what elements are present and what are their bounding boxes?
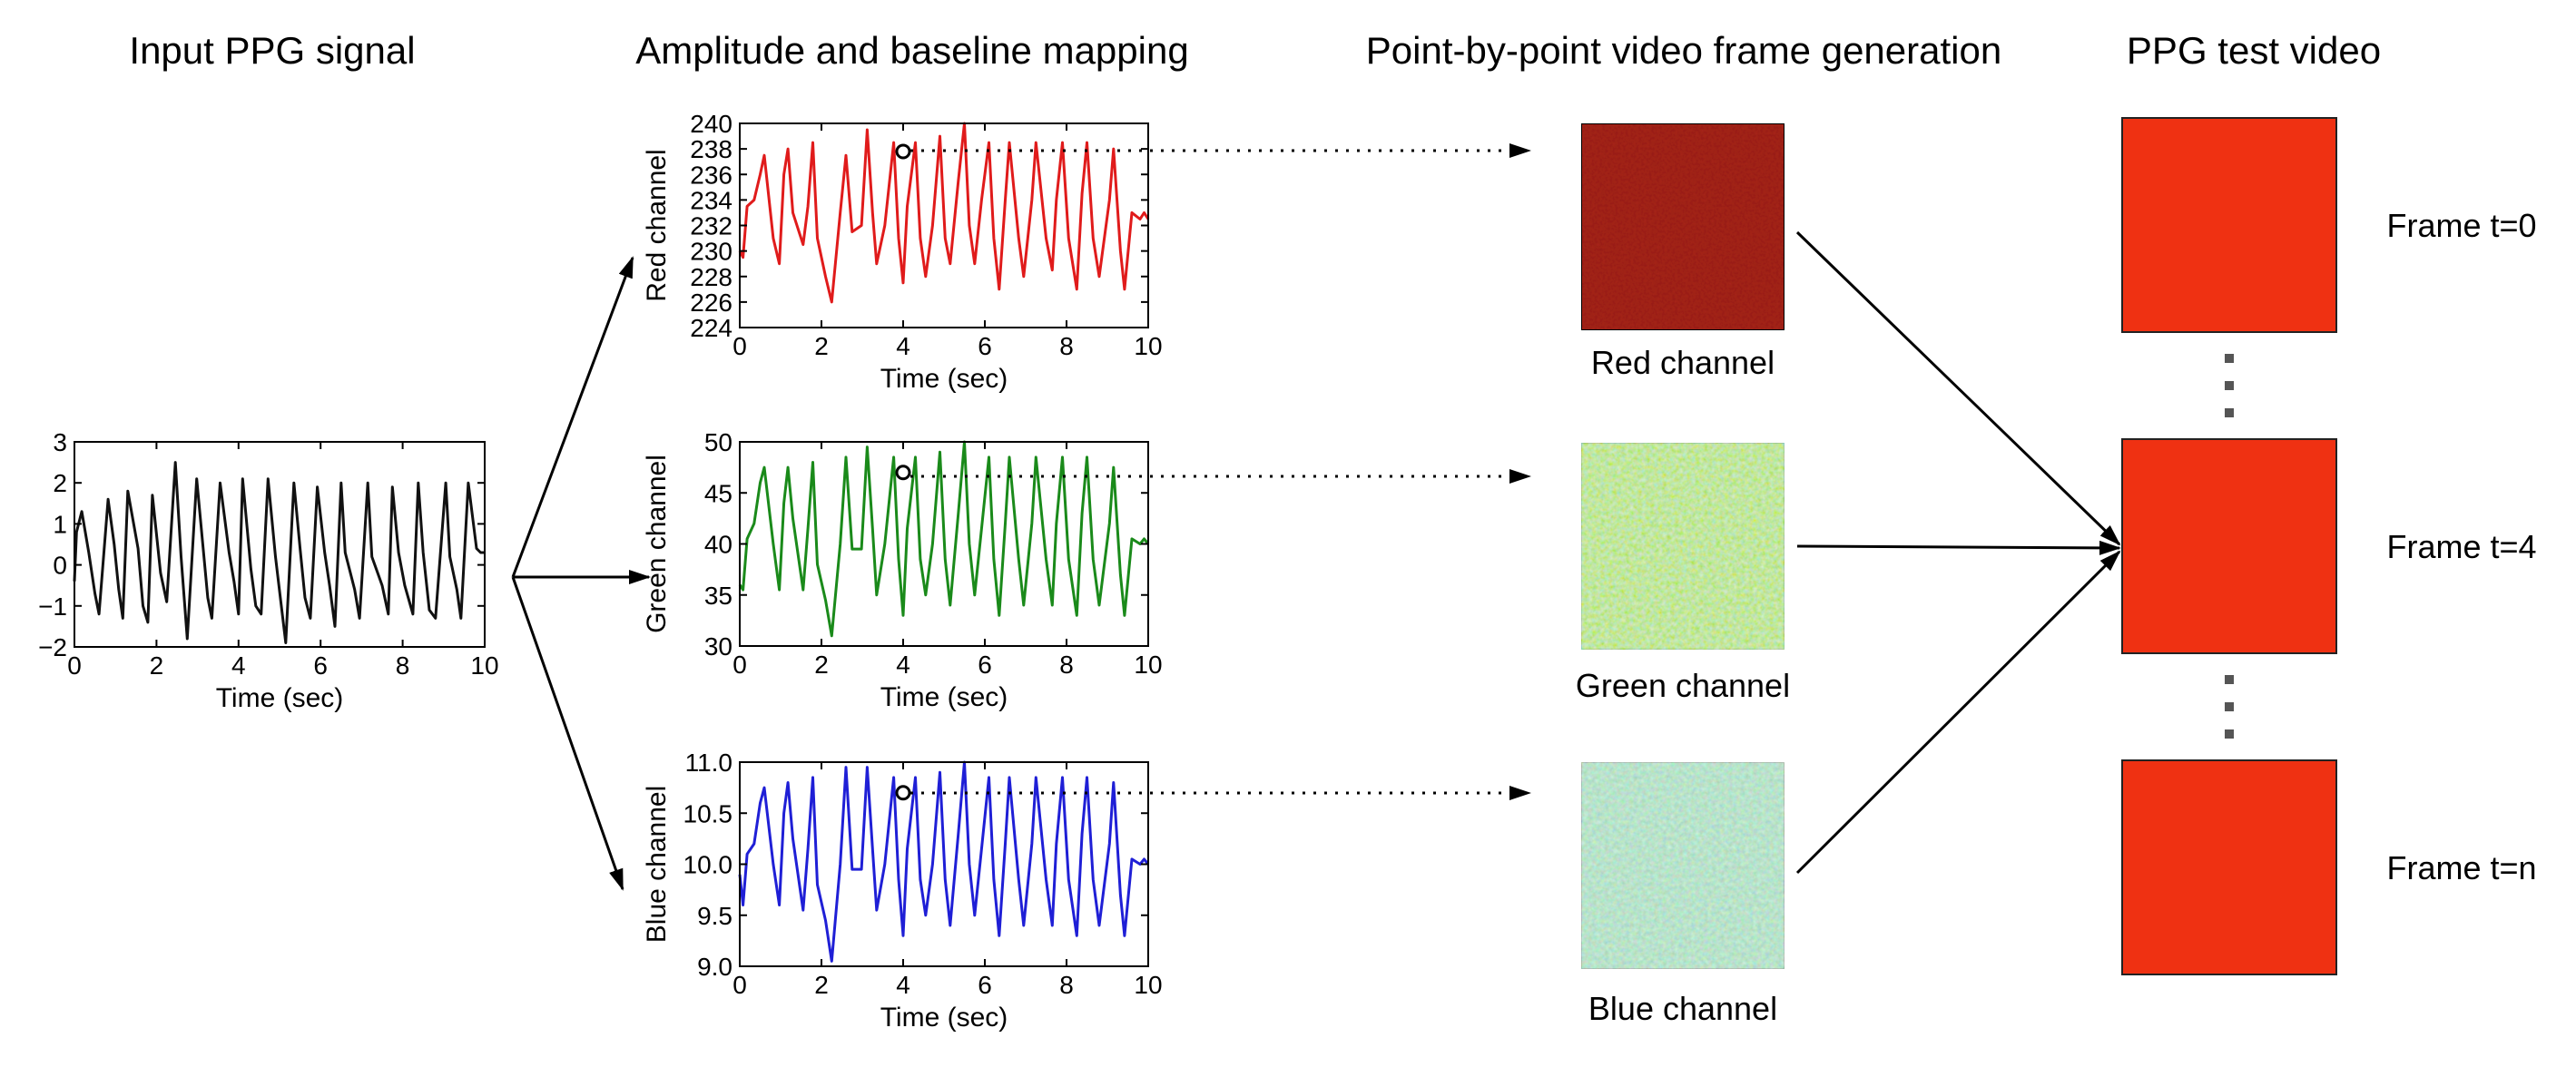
green-xtick-label: 4 — [896, 651, 910, 679]
red-xtick-label: 4 — [896, 332, 910, 360]
arrow-blue-to-frame — [1795, 550, 2121, 875]
red-ytick-label: 232 — [690, 212, 732, 240]
blue-tile-caption: Blue channel — [1588, 990, 1777, 1027]
frame-ellipsis-lower — [2225, 675, 2234, 739]
red-ytick-label: 238 — [690, 135, 732, 163]
green-ytick-label: 50 — [704, 428, 732, 456]
blue-sample-marker — [895, 785, 911, 801]
video-frame-last — [2121, 759, 2337, 975]
blue-signal-line — [738, 760, 1150, 963]
green-tile-caption: Green channel — [1576, 667, 1790, 704]
red-ytick-label: 234 — [690, 186, 732, 214]
input-ytick-label: 2 — [53, 469, 67, 497]
red-channel-tile — [1580, 122, 1785, 331]
input-xtick-label: 2 — [150, 651, 164, 680]
input-ytick-label: −1 — [38, 592, 67, 621]
input-ytick-label: 3 — [53, 428, 67, 456]
heading-frame-generation: Point-by-point video frame generation — [1366, 29, 2001, 72]
red-xtick-label: 10 — [1134, 332, 1162, 360]
red-xtick-label: 2 — [814, 332, 829, 360]
green-xtick-label: 6 — [978, 651, 992, 679]
green-yaxis-label: Green channel — [642, 455, 672, 633]
red-ytick-label: 226 — [690, 289, 732, 317]
blue-xtick-label: 4 — [896, 971, 910, 999]
green-ytick-label: 30 — [704, 632, 732, 661]
input-xtick-label: 6 — [313, 651, 328, 680]
red-signal-line — [738, 122, 1150, 304]
green-ytick-label: 40 — [704, 531, 732, 559]
frame-label-first: Frame t=0 — [2386, 207, 2536, 244]
input-ytick-label: 0 — [53, 552, 67, 580]
blue-ytick-label: 10.0 — [683, 851, 733, 879]
blue-xtick-label: 6 — [978, 971, 992, 999]
green-sample-marker — [895, 465, 911, 481]
green-ytick-label: 35 — [704, 582, 732, 610]
red-yaxis-label: Red channel — [642, 149, 672, 301]
green-xtick-label: 2 — [814, 651, 829, 679]
blue-xtick-label: 10 — [1134, 971, 1162, 999]
blue-yaxis-label: Blue channel — [642, 786, 672, 943]
red-ytick-label: 224 — [690, 314, 732, 342]
blue-xtick-label: 0 — [732, 971, 747, 999]
green-signal-line — [738, 440, 1150, 638]
arrow-red-to-frame — [1795, 230, 2121, 546]
green-channel-tile — [1580, 442, 1785, 651]
blue-ytick-label: 11.0 — [685, 749, 732, 777]
input-plot-frame — [74, 441, 486, 648]
blue-xaxis-label: Time (sec) — [880, 1003, 1008, 1033]
heading-test-video: PPG test video — [2127, 29, 2381, 72]
blue-ytick-label: 9.0 — [697, 953, 732, 981]
arrow-to-red-plot — [511, 256, 634, 578]
input-xtick-label: 8 — [396, 651, 410, 680]
blue-channel-tile — [1580, 761, 1785, 970]
green-ytick-label: 45 — [704, 479, 732, 507]
blue-xtick-label: 2 — [814, 971, 829, 999]
blue-xtick-label: 8 — [1059, 971, 1074, 999]
green-xaxis-label: Time (sec) — [880, 682, 1008, 712]
input-signal-line — [73, 461, 485, 644]
red-ytick-label: 240 — [690, 110, 732, 138]
red-sample-marker — [895, 143, 911, 160]
video-frame-middle — [2121, 438, 2337, 654]
frame-label-middle: Frame t=4 — [2386, 528, 2536, 565]
blue-ytick-label: 10.5 — [683, 799, 733, 827]
red-tile-caption: Red channel — [1591, 344, 1775, 381]
red-ytick-label: 230 — [690, 238, 732, 266]
input-xtick-label: 4 — [231, 651, 246, 680]
red-xtick-label: 0 — [732, 332, 747, 360]
input-ytick-label: 1 — [53, 510, 67, 538]
input-xtick-label: 10 — [470, 651, 498, 680]
heading-mapping: Amplitude and baseline mapping — [635, 29, 1188, 72]
green-xtick-label: 0 — [732, 651, 747, 679]
red-ytick-label: 236 — [690, 161, 732, 189]
red-ytick-label: 228 — [690, 263, 732, 291]
blue-ytick-label: 9.5 — [697, 902, 732, 930]
arrow-to-blue-plot — [511, 576, 624, 891]
red-xtick-label: 8 — [1059, 332, 1074, 360]
red-xaxis-label: Time (sec) — [880, 364, 1008, 394]
heading-input-signal: Input PPG signal — [129, 29, 415, 72]
video-frame-first — [2121, 117, 2337, 333]
frame-ellipsis-upper — [2225, 354, 2234, 417]
arrow-green-to-frame — [1796, 540, 2121, 555]
input-xaxis-label: Time (sec) — [216, 683, 344, 713]
green-xtick-label: 8 — [1059, 651, 1074, 679]
input-ytick-label: −2 — [38, 633, 67, 661]
green-xtick-label: 10 — [1134, 651, 1162, 679]
red-xtick-label: 6 — [978, 332, 992, 360]
input-xtick-label: 0 — [67, 651, 82, 680]
frame-label-last: Frame t=n — [2386, 849, 2536, 886]
